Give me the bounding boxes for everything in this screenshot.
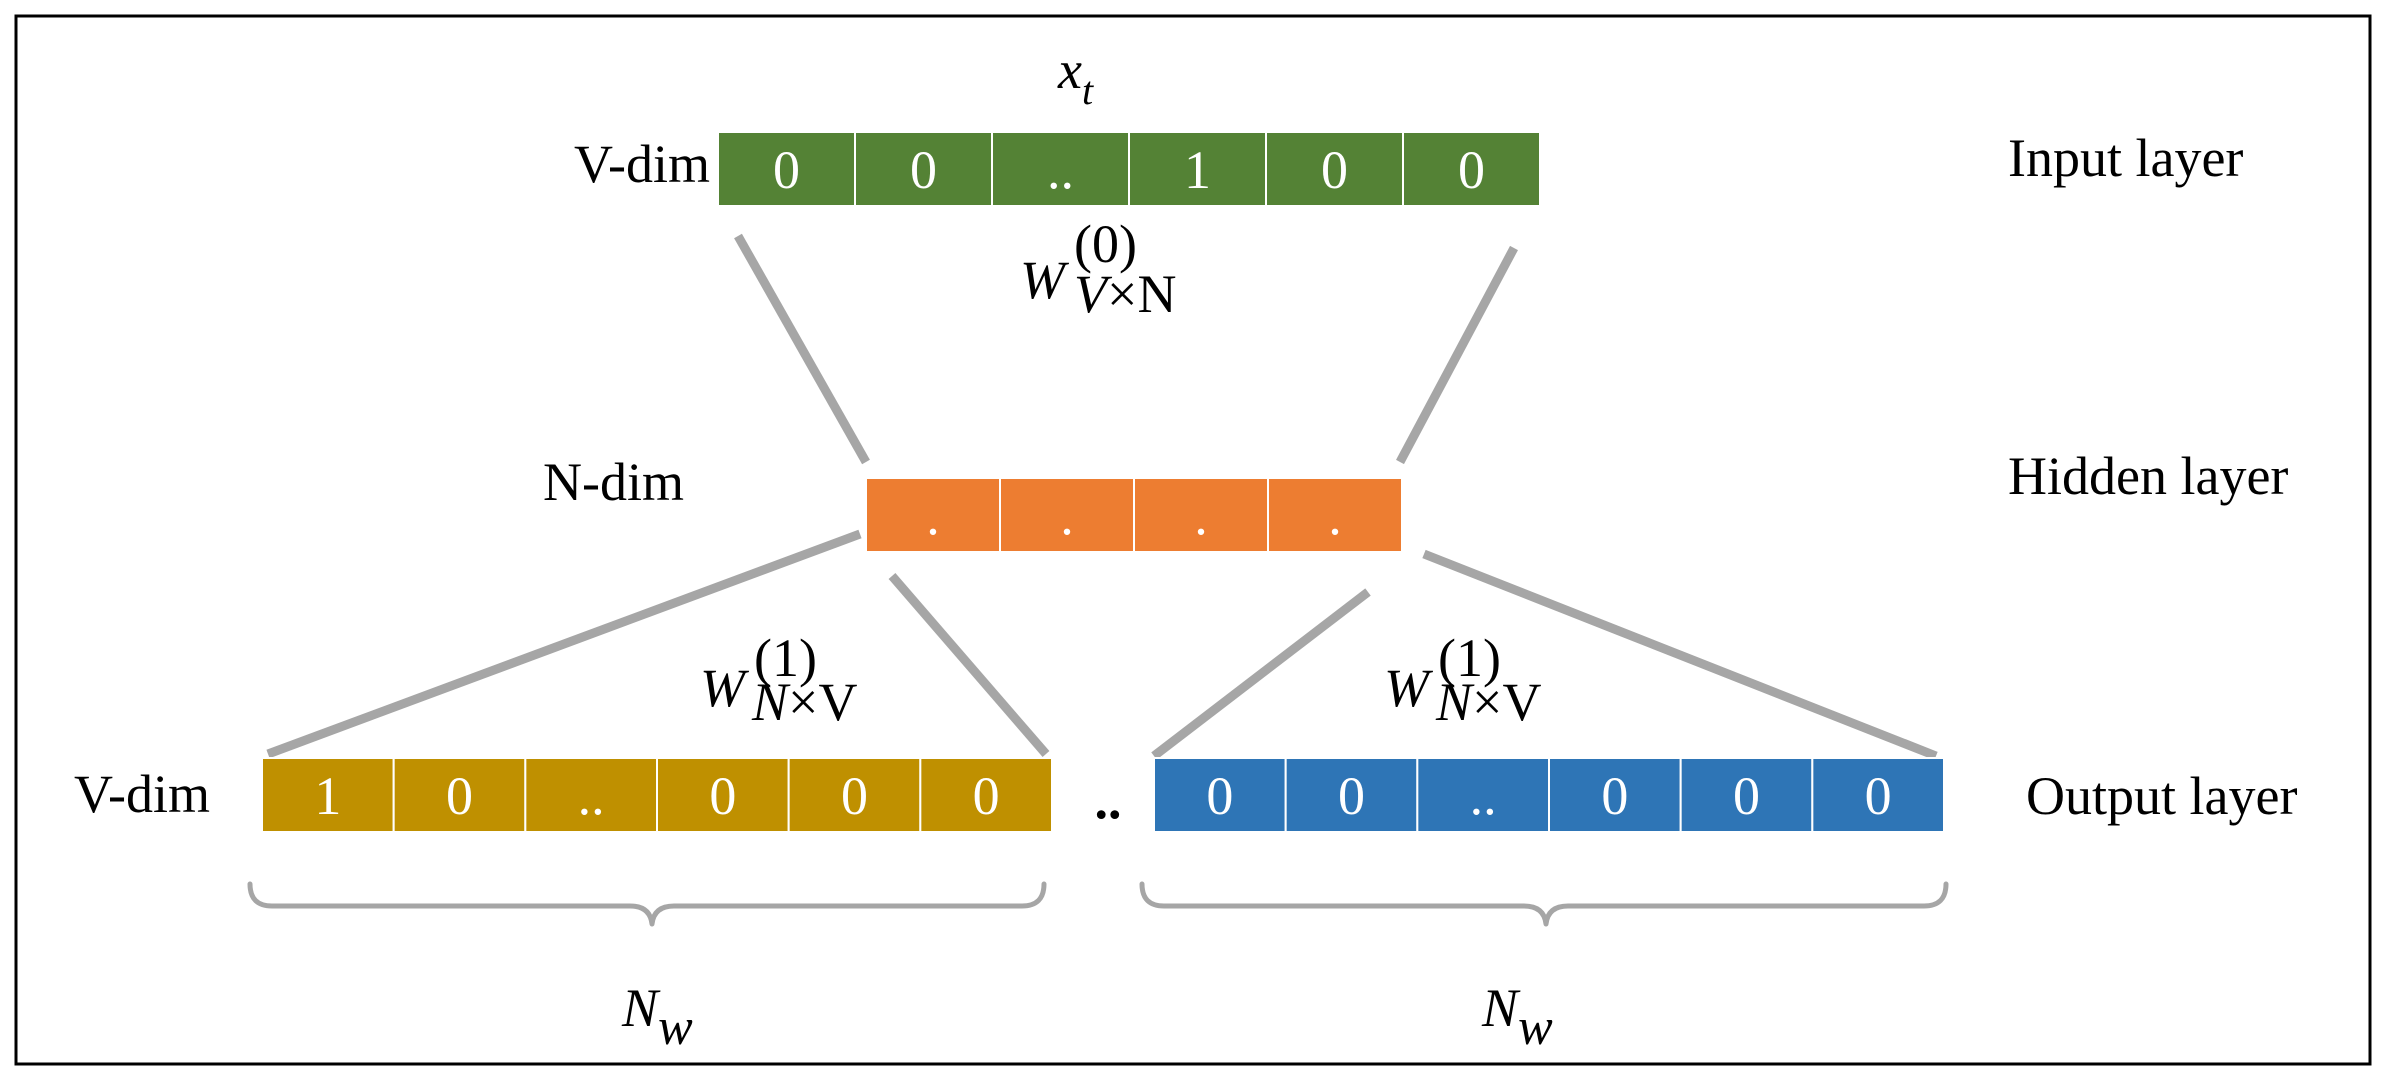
output-right-vector-cell-value: 0: [1338, 766, 1365, 826]
weight-1-left-base: W: [700, 658, 750, 718]
output-vector-left: 1 0.. 0 0 0: [261, 757, 1053, 833]
input-symbol-base: x: [1057, 40, 1082, 100]
connector-hidden-to-right-output-inner: [1151, 588, 1371, 760]
output-right-vector-cell: [1284, 757, 1419, 833]
weight-input-to-hidden: W (0) V×N: [1020, 214, 1176, 324]
input-vector: 0 0.. 1 0 0: [717, 131, 1541, 207]
input-vector-symbol: xt: [1057, 40, 1094, 113]
hidden-vector-cell-value: .: [1194, 486, 1208, 546]
input-vector-cell-value: ..: [1047, 140, 1074, 200]
input-vector-cell: [991, 131, 1130, 207]
input-vector-cell: [1402, 131, 1541, 207]
left-brace-label-subscript: w: [658, 999, 693, 1056]
output-left-vector-cell: [656, 757, 790, 833]
input-vector-cell: [717, 131, 856, 207]
weight-hidden-to-output-right: W (1) N×V: [1384, 628, 1541, 732]
output-left-vector-cell: [919, 757, 1053, 833]
output-left-vector-cell-value: 1: [314, 766, 341, 826]
input-dim-label: V-dim: [574, 134, 710, 194]
connector-hidden-to-left-output-inner: [888, 573, 1050, 757]
hidden-layer-label: Hidden layer: [2008, 446, 2288, 506]
output-right-vector-cell-value: ..: [1470, 766, 1497, 826]
weight-1-right-superscript: (1): [1438, 628, 1501, 688]
weight-0-superscript: (0): [1074, 214, 1137, 274]
input-vector-cell-value: 0: [1321, 140, 1348, 200]
weight-1-left-subscript: N×V: [751, 672, 857, 732]
input-layer-label: Input layer: [2008, 128, 2243, 188]
left-brace: [247, 881, 1047, 927]
output-left-vector-cell: [261, 757, 395, 833]
hidden-vector: ....: [865, 477, 1403, 553]
left-brace-label-base: N: [621, 978, 661, 1038]
weight-1-right-subscript-rest: ×V: [1472, 672, 1541, 732]
output-left-vector-cell-value: ..: [578, 766, 605, 826]
output-right-vector-cell: [1548, 757, 1682, 833]
output-right-vector-cell-value: 0: [1865, 766, 1892, 826]
hidden-dim-label: N-dim: [543, 452, 684, 512]
output-left-vector-cell-value: 0: [446, 766, 473, 826]
output-left-vector-cell-value: 0: [709, 766, 736, 826]
hidden-vector-cell: [1267, 477, 1403, 553]
diagram-frame: [14, 14, 2372, 1066]
connector-hidden-to-right-output-outer: [1422, 549, 1938, 761]
left-brace-label: Nw: [621, 978, 693, 1056]
hidden-vector-cell: [999, 477, 1135, 553]
input-vector-cell-value: 0: [1458, 140, 1485, 200]
weight-hidden-to-output-left: W (1) N×V: [700, 628, 857, 732]
output-left-vector-cell: [392, 757, 527, 833]
connector-input-right: [1396, 245, 1518, 465]
hidden-vector-cell-value: .: [1328, 486, 1342, 546]
right-brace: [1139, 881, 1949, 927]
weight-0-subscript: V×N: [1074, 264, 1176, 324]
input-vector-cell-value: 0: [910, 140, 937, 200]
input-vector-cell-value: 0: [773, 140, 800, 200]
output-left-vector-cell: [787, 757, 922, 833]
output-right-vector-cell-value: 0: [1601, 766, 1628, 826]
input-vector-cell: [1265, 131, 1404, 207]
output-left-vector-cell-value: 0: [841, 766, 868, 826]
input-vector-cell-value: 1: [1184, 140, 1211, 200]
output-dim-label: V-dim: [74, 764, 210, 824]
output-right-vector-cell: [1679, 757, 1814, 833]
right-brace-label-subscript: w: [1518, 999, 1553, 1056]
right-brace-label: Nw: [1481, 978, 1553, 1056]
weight-1-right-subscript-italic: N: [1435, 672, 1475, 732]
output-right-vector-cell-value: 0: [1733, 766, 1760, 826]
input-vector-cell: [1128, 131, 1267, 207]
hidden-vector-cell: [865, 477, 1001, 553]
connectors: [266, 233, 1938, 761]
input-vector-cell: [854, 131, 993, 207]
output-left-vector-cell: [524, 757, 658, 833]
output-right-vector-cell: [1811, 757, 1946, 833]
weight-1-right-subscript: N×V: [1435, 672, 1541, 732]
output-separator: ..: [1095, 770, 1122, 830]
output-right-vector-cell-value: 0: [1206, 766, 1233, 826]
output-left-vector-cell-value: 0: [973, 766, 1000, 826]
hidden-vector-cell: [1133, 477, 1269, 553]
connector-input-left: [734, 233, 870, 465]
weight-1-left-superscript: (1): [754, 628, 817, 688]
hidden-vector-cell-value: .: [926, 486, 940, 546]
output-right-vector-cell: [1153, 757, 1287, 833]
weight-0-subscript-rest: ×N: [1107, 264, 1176, 324]
weight-1-left-subscript-rest: ×V: [788, 672, 857, 732]
connector-hidden-to-left-output-outer: [266, 529, 862, 759]
weight-1-right-base: W: [1384, 658, 1434, 718]
output-layer-label: Output layer: [2026, 766, 2297, 826]
weight-0-base: W: [1020, 250, 1070, 310]
hidden-vector-cell-value: .: [1060, 486, 1074, 546]
input-symbol-subscript: t: [1082, 68, 1094, 113]
output-vector-right: 0 0.. 0 0 0: [1153, 757, 1946, 833]
weight-0-subscript-italic: V: [1074, 264, 1113, 324]
right-brace-label-base: N: [1481, 978, 1521, 1038]
weight-1-left-subscript-italic: N: [751, 672, 791, 732]
